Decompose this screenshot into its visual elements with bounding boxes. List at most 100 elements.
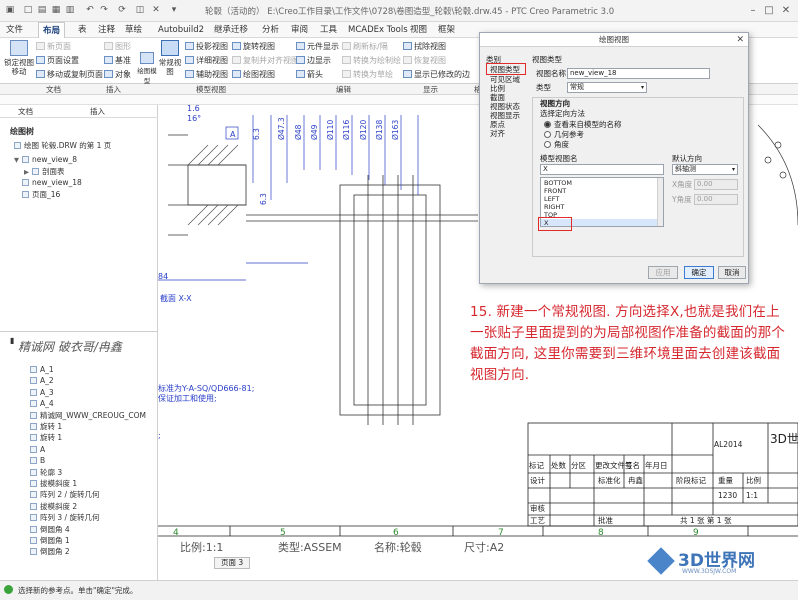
lock-view-movement-button[interactable]: 锁定视图移动 xyxy=(4,40,34,76)
regenerate-icon[interactable]: ⟳ xyxy=(118,5,126,15)
erase-view-button[interactable]: 拭除视图 xyxy=(403,41,446,52)
model-view-list[interactable]: BOTTOM FRONT LEFT RIGHT TOP X xyxy=(540,177,664,227)
category-visible-area[interactable]: 可见区域 xyxy=(490,75,520,84)
model-tree-item[interactable]: A xyxy=(30,445,45,455)
object-button[interactable]: 对象 xyxy=(104,69,131,80)
auxiliary-view-button[interactable]: 辅助视图 xyxy=(185,69,228,80)
model-tree-item[interactable]: 倒圆角 2 xyxy=(30,547,70,557)
model-tree-item[interactable]: 拔模斜度 2 xyxy=(30,502,77,512)
cancel-button[interactable]: 取消 xyxy=(718,266,746,279)
list-item-bottom[interactable]: BOTTOM xyxy=(544,179,573,187)
print-icon[interactable]: ▥ xyxy=(65,5,75,15)
tab-review[interactable]: 审阅 xyxy=(291,25,309,35)
category-view-state[interactable]: 视图状态 xyxy=(490,102,520,111)
tab-layout[interactable]: 布局 xyxy=(38,22,66,38)
component-display-button[interactable]: 元件显示 xyxy=(296,41,339,52)
list-scrollbar[interactable] xyxy=(657,178,663,226)
arrow-button[interactable]: 箭头 xyxy=(296,69,323,80)
group-label-insert[interactable]: 插入 xyxy=(106,85,121,94)
group-label-edit[interactable]: 编辑 xyxy=(336,85,351,94)
radio-angle[interactable]: 角度 xyxy=(544,140,569,149)
undo-icon[interactable]: ↶ xyxy=(86,5,94,15)
x-angle-input[interactable]: 0.00 xyxy=(694,179,738,190)
close-icon[interactable]: ✕ xyxy=(781,5,791,16)
model-tree-item[interactable]: 轮廓 3 xyxy=(30,468,62,478)
copy-align-view-button[interactable]: 复制并对齐视图 xyxy=(232,55,299,66)
apply-button[interactable]: 应用 xyxy=(648,266,678,279)
edge-display-button[interactable]: 边显示 xyxy=(296,55,331,66)
tree-item-sheet[interactable]: 绘图 轮毂.DRW 的第 1 页 xyxy=(14,141,111,151)
model-tree-item[interactable]: 阵列 3 / 旋转几何 xyxy=(30,513,99,523)
refresh-hatch-button[interactable]: 刷新标/隔 xyxy=(342,41,388,52)
tab-frame[interactable]: 框架 xyxy=(438,25,456,35)
tab-analysis[interactable]: 分析 xyxy=(262,25,280,35)
tab-annotate[interactable]: 注释 xyxy=(98,25,116,35)
open-file-icon[interactable]: ▤ xyxy=(37,5,47,15)
model-tree-item[interactable]: A_3 xyxy=(30,388,54,398)
collapse-arrow-icon[interactable]: ▶ xyxy=(24,168,29,176)
tab-sketch[interactable]: 草绘 xyxy=(125,25,143,35)
model-tree-item[interactable]: 旋转 1 xyxy=(30,433,62,443)
save-icon[interactable]: ▦ xyxy=(51,5,61,15)
default-orientation-select[interactable]: 斜轴测▾ xyxy=(672,164,738,175)
tree-item-view-8[interactable]: ▼new_view_8 xyxy=(14,155,77,165)
model-tree-item[interactable]: 阵列 2 / 旋转几何 xyxy=(30,490,99,500)
tree-item-page-16[interactable]: 页面_16 xyxy=(22,190,60,200)
radio-geometry-ref[interactable]: 几何参考 xyxy=(544,130,584,139)
tab-inheritance[interactable]: 继承迁移 xyxy=(214,25,249,35)
redo-icon[interactable]: ↷ xyxy=(100,5,108,15)
customize-icon[interactable]: ▾ xyxy=(171,5,177,15)
datum-button[interactable]: 基准 xyxy=(104,55,131,66)
tab-view[interactable]: 视图 xyxy=(410,25,428,35)
tab-mcadex[interactable]: MCADEx Tools xyxy=(348,25,408,35)
tab-tools[interactable]: 工具 xyxy=(320,25,338,35)
minimize-icon[interactable]: – xyxy=(750,5,756,16)
convert-sketch-button[interactable]: 转换为草绘 xyxy=(342,69,393,80)
category-origin[interactable]: 原点 xyxy=(490,120,505,129)
page-setup-button[interactable]: 页面设置 xyxy=(36,55,79,66)
model-tree-item[interactable]: 倒圆角 1 xyxy=(30,536,70,546)
new-page-button[interactable]: 新页面 xyxy=(36,41,71,52)
model-tree-item[interactable]: A_4 xyxy=(30,399,54,409)
category-scale[interactable]: 比例 xyxy=(490,84,505,93)
drawing-canvas[interactable]: 1.6 16° A 84 6.3 Ø47.3 Ø48 Ø49 Ø110 Ø116… xyxy=(158,105,798,568)
graphic-button[interactable]: 图形 xyxy=(104,41,131,52)
new-file-icon[interactable]: □ xyxy=(23,5,33,15)
category-alignment[interactable]: 对齐 xyxy=(490,129,505,138)
type-select[interactable]: 常规▾ xyxy=(567,82,647,93)
y-angle-input[interactable]: 0.00 xyxy=(694,194,738,205)
tab-file[interactable]: 文件 xyxy=(6,25,24,35)
tree-item-section-table[interactable]: ▶剖面表 xyxy=(24,167,65,177)
show-modified-edges-button[interactable]: 显示已修改的边 xyxy=(403,69,470,80)
resume-view-button[interactable]: 恢复视图 xyxy=(403,55,446,66)
page-tab[interactable]: 页面 3 xyxy=(214,557,251,569)
tab-autobuild[interactable]: Autobuild2 xyxy=(158,25,205,35)
convert-draw-button[interactable]: 转换为绘制绘 xyxy=(342,55,401,66)
list-item-right[interactable]: RIGHT xyxy=(544,203,565,211)
drawing-model-button[interactable]: 绘图模型 xyxy=(137,52,157,86)
model-tree-item[interactable]: 精诚网_WWW_CREOUG_COM xyxy=(30,411,146,421)
revolve-view-button[interactable]: 旋转视图 xyxy=(232,41,275,52)
model-view-name-input[interactable]: X xyxy=(540,164,664,175)
expand-arrow-icon[interactable]: ▼ xyxy=(14,156,19,164)
model-tree-item[interactable]: A_2 xyxy=(30,376,54,386)
group-label-model-views[interactable]: 模型视图 xyxy=(196,85,226,94)
maximize-icon[interactable]: □ xyxy=(764,5,774,16)
window-icon[interactable]: ◫ xyxy=(135,5,145,15)
category-view-type[interactable]: 视图类型 xyxy=(490,65,520,74)
group-label-display[interactable]: 显示 xyxy=(423,85,438,94)
list-item-front[interactable]: FRONT xyxy=(544,187,567,195)
close-window-icon[interactable]: ✕ xyxy=(152,5,160,15)
radio-model-name[interactable]: 查看来自模型的名称 xyxy=(544,120,622,129)
model-tree-item[interactable]: 倒圆角 4 xyxy=(30,525,70,535)
tree-item-view-18[interactable]: new_view_18 xyxy=(22,178,82,188)
list-item-x[interactable]: X xyxy=(544,219,549,227)
ok-button[interactable]: 确定 xyxy=(684,266,714,279)
general-view-button[interactable]: 常规视图 xyxy=(158,40,182,76)
view-name-input[interactable]: new_view_18 xyxy=(567,68,710,79)
projection-view-button[interactable]: 投影视图 xyxy=(185,41,228,52)
detail-view-button[interactable]: 详细视图 xyxy=(185,55,228,66)
tab-table[interactable]: 表 xyxy=(78,25,87,35)
model-tree-item[interactable]: A_1 xyxy=(30,365,54,375)
category-section[interactable]: 截面 xyxy=(490,93,505,102)
